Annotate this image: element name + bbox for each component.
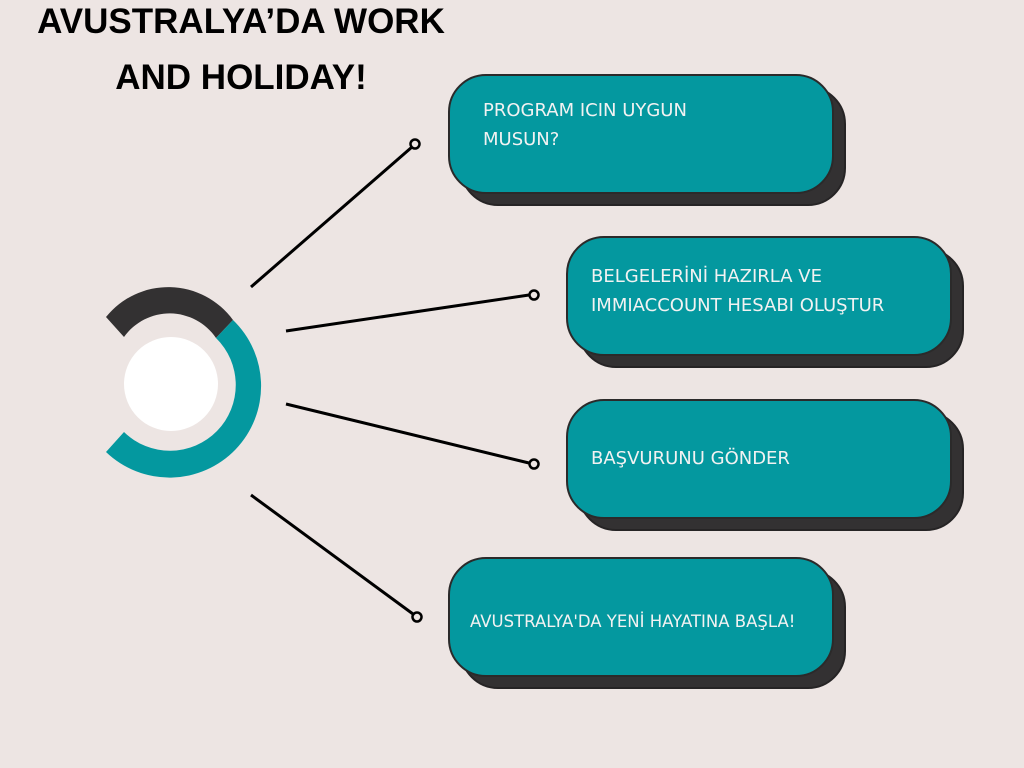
- connector-node-4: [411, 611, 423, 623]
- hub-ring-icon: [106, 287, 262, 478]
- connector-line-2: [285, 293, 530, 333]
- step-4-card: AVUSTRALYA'DA YENİ HAYATINA BAŞLA!: [448, 557, 834, 677]
- connector-line-4: [250, 493, 414, 616]
- step-3-label: BAŞVURUNU GÖNDER: [591, 447, 790, 469]
- step-2-card: BELGELERİNİ HAZIRLA VE IMMIACCOUNT HESAB…: [566, 236, 952, 356]
- step-3: BAŞVURUNU GÖNDER: [566, 399, 964, 531]
- connector-node-1: [409, 138, 421, 150]
- step-3-card: BAŞVURUNU GÖNDER: [566, 399, 952, 519]
- connector-line-1: [250, 145, 413, 289]
- title-line-1: AVUSTRALYA’DA WORK: [37, 2, 445, 41]
- step-1-card: PROGRAM ICIN UYGUN MUSUN?: [448, 74, 834, 194]
- ring-teal-segment: [106, 320, 262, 478]
- step-2-label: BELGELERİNİ HAZIRLA VE IMMIACCOUNT HESAB…: [591, 266, 885, 316]
- connector-line-3: [285, 402, 530, 465]
- step-4: AVUSTRALYA'DA YENİ HAYATINA BAŞLA!: [448, 557, 846, 689]
- ring-dark-segment: [106, 287, 233, 338]
- connector-node-3: [528, 458, 540, 470]
- title-line-2: AND HOLIDAY!: [115, 58, 367, 97]
- step-4-label: AVUSTRALYA'DA YENİ HAYATINA BAŞLA!: [470, 611, 796, 631]
- page-title: AVUSTRALYA’DA WORK AND HOLIDAY!: [0, 0, 482, 106]
- step-2: BELGELERİNİ HAZIRLA VE IMMIACCOUNT HESAB…: [566, 236, 964, 368]
- hub-center-circle: [124, 337, 218, 431]
- step-1-label: PROGRAM ICIN UYGUN MUSUN?: [483, 100, 687, 150]
- connector-node-2: [528, 289, 540, 301]
- step-1: PROGRAM ICIN UYGUN MUSUN?: [448, 74, 846, 206]
